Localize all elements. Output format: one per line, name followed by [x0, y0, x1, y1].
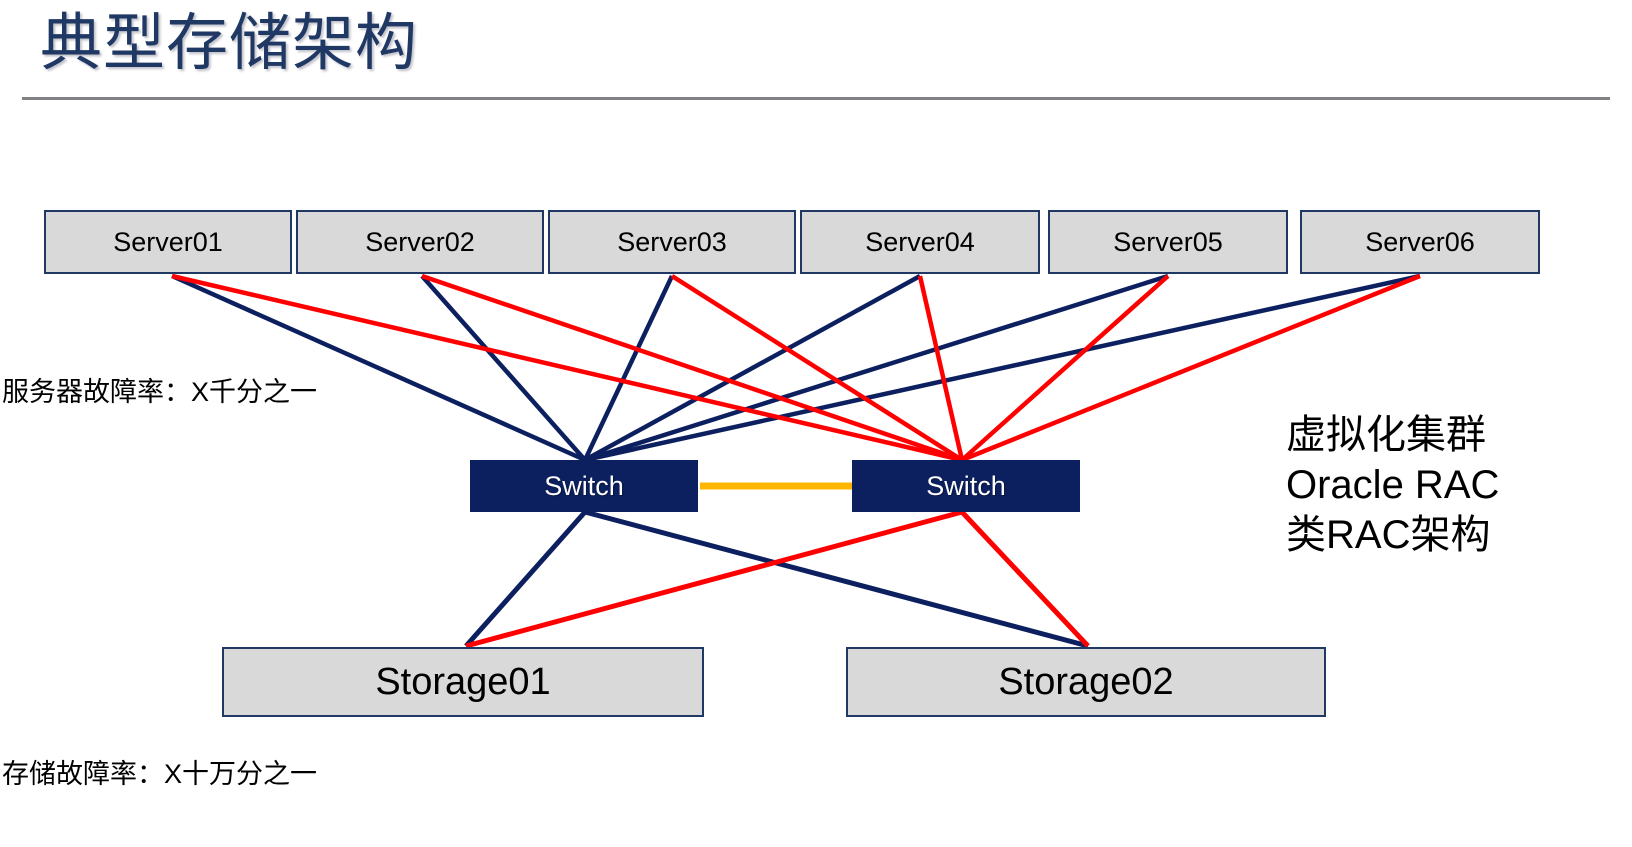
link-server2-switch2: [421, 273, 963, 463]
link-server1-switch1: [171, 273, 586, 463]
link-server4-switch1: [583, 274, 922, 462]
page-title: 典型存储架构: [40, 9, 419, 78]
server-node-6-label: Server06: [1365, 226, 1475, 257]
cluster-note-line-1: 虚拟化集群: [1286, 413, 1486, 457]
link-server5-switch2: [960, 274, 1170, 462]
link-server3-switch1: [582, 275, 675, 461]
server-node-6[interactable]: Server06: [1300, 210, 1540, 274]
link-switch1-storage2: [584, 509, 1089, 649]
server-node-3-label: Server03: [617, 226, 727, 257]
server-node-1[interactable]: Server01: [44, 210, 292, 274]
cluster-note-line-2: Oracle RAC: [1286, 463, 1500, 507]
switch-node-1-label: Switch: [544, 470, 624, 501]
storage-node-1-label: Storage01: [375, 660, 551, 703]
storage-node-1[interactable]: Storage01: [222, 647, 704, 717]
server-node-4-label: Server04: [865, 226, 975, 257]
switch-node-1[interactable]: Switch: [470, 460, 698, 512]
switch-node-2-label: Switch: [926, 470, 1006, 501]
link-switch2-storage2: [960, 510, 1090, 648]
title-divider: [22, 97, 1610, 100]
link-server1-switch2: [171, 273, 963, 463]
switch-node-2[interactable]: Switch: [852, 460, 1080, 512]
server-node-1-label: Server01: [113, 226, 223, 257]
server-node-2[interactable]: Server02: [296, 210, 544, 274]
server-node-4[interactable]: Server04: [800, 210, 1040, 274]
server-node-3[interactable]: Server03: [548, 210, 796, 274]
link-server5-switch1: [584, 273, 1169, 463]
server-node-5[interactable]: Server05: [1048, 210, 1288, 274]
server-node-5-label: Server05: [1113, 226, 1223, 257]
link-switch2-storage1: [465, 509, 963, 649]
link-switch1-storage1: [464, 510, 587, 648]
storage-failure-rate-label: 存储故障率：X十万分之一: [2, 759, 318, 789]
storage-node-2[interactable]: Storage02: [846, 647, 1326, 717]
link-server4-switch2: [917, 275, 965, 461]
storage-node-2-label: Storage02: [998, 660, 1174, 703]
server-node-2-label: Server02: [365, 226, 475, 257]
cluster-note: 虚拟化集群 Oracle RAC 类RAC架构: [1286, 410, 1499, 560]
server-failure-rate-label: 服务器故障率：X千分之一: [2, 377, 318, 407]
link-server2-switch1: [420, 274, 587, 462]
link-server3-switch2: [670, 274, 964, 462]
cluster-note-line-3: 类RAC架构: [1286, 513, 1491, 557]
